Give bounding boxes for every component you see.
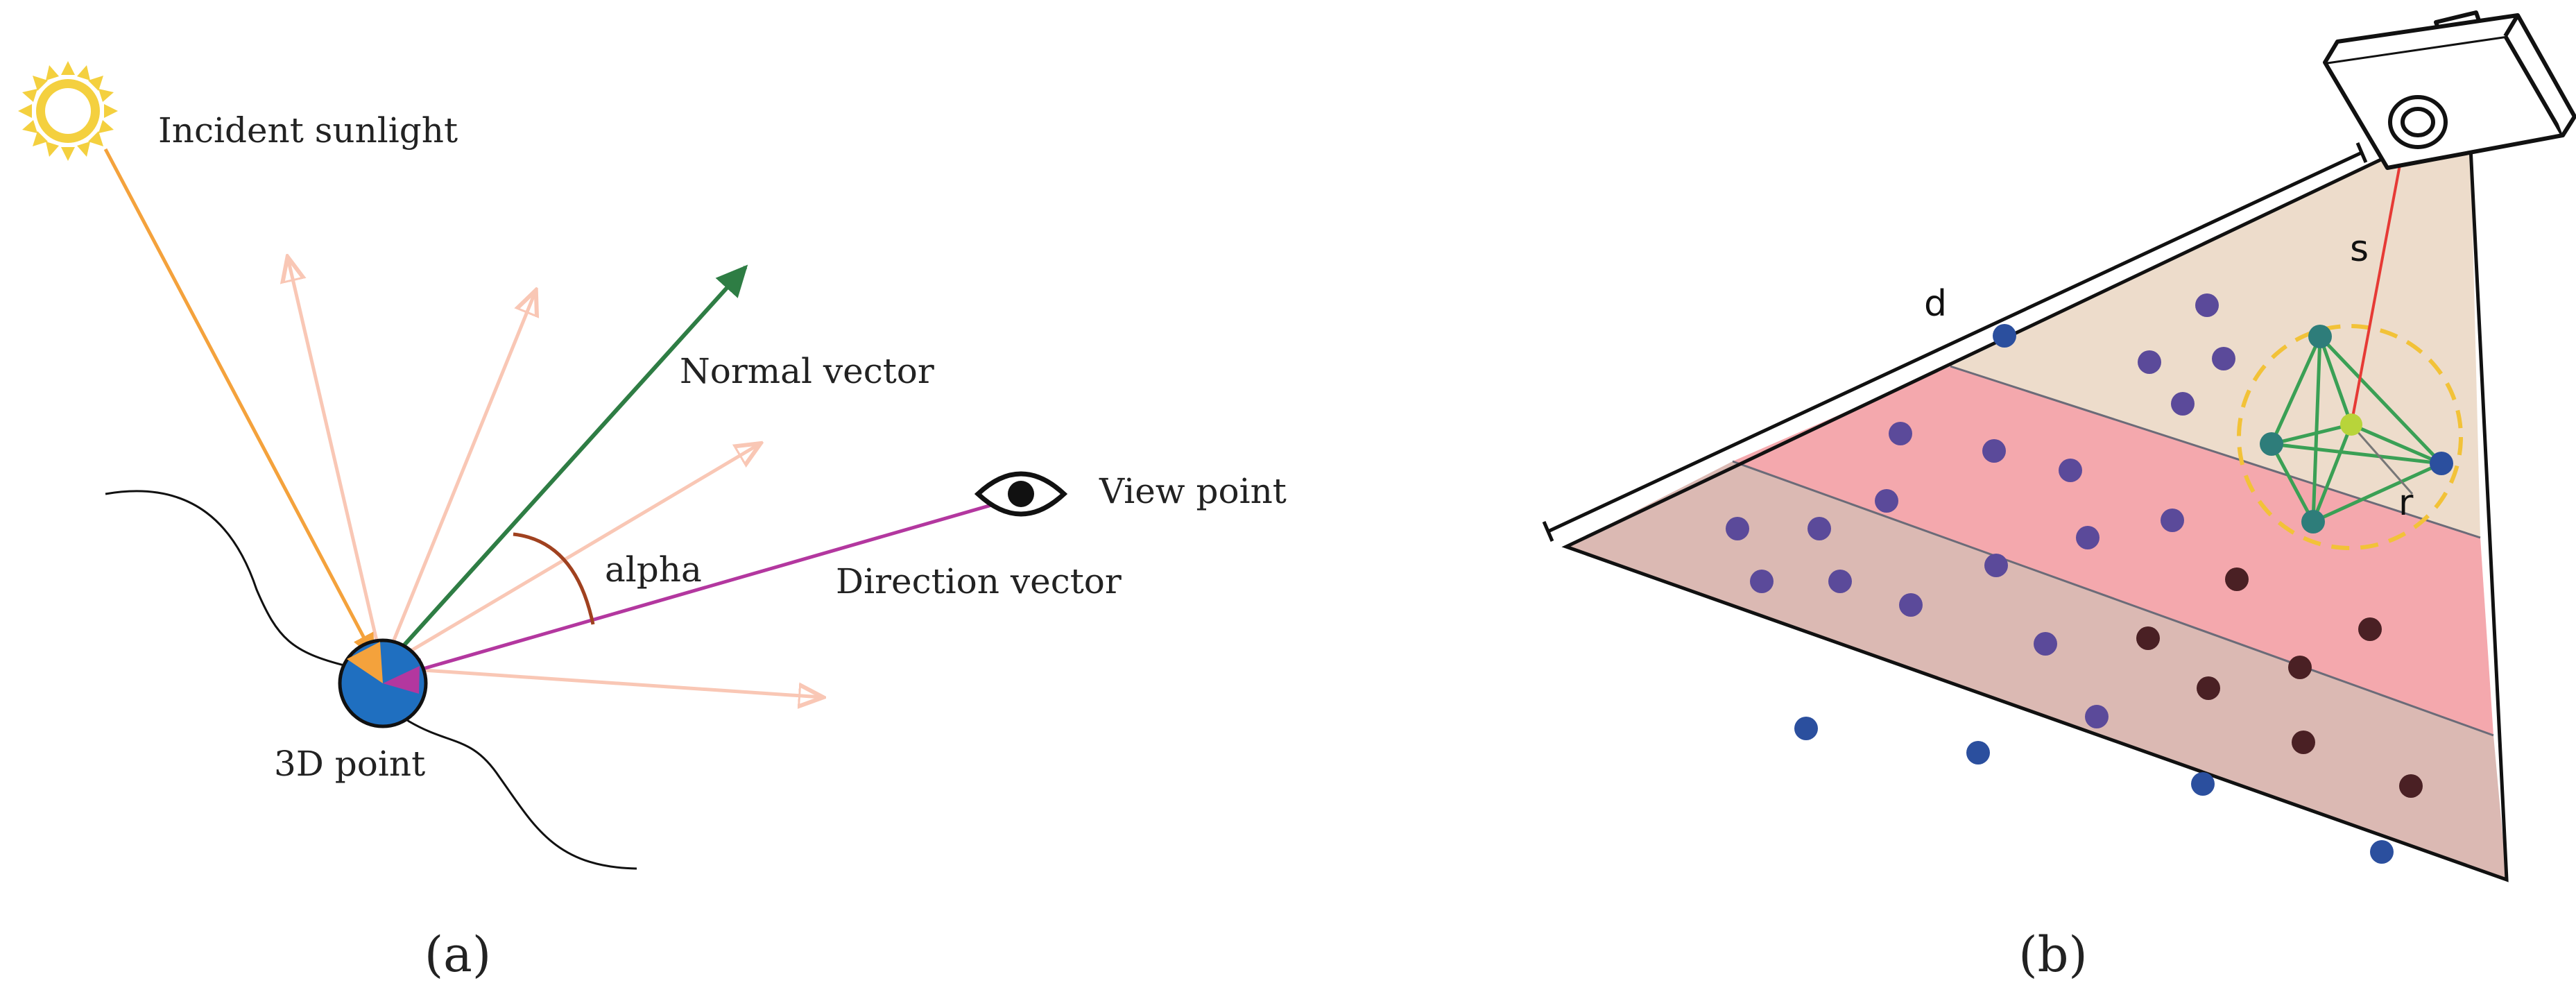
point <box>2288 656 2312 679</box>
point <box>2136 626 2160 650</box>
center-point <box>2340 413 2362 436</box>
panel-a: Incident sunlight Normal vector View poi… <box>18 61 1287 983</box>
point <box>2171 392 2195 416</box>
point <box>2161 509 2184 532</box>
panel-a-caption: (a) <box>424 926 491 983</box>
point <box>2212 347 2235 370</box>
distance-bar <box>1542 142 2368 542</box>
band-far <box>1950 147 2480 538</box>
view-point-label: View point <box>1099 471 1287 511</box>
point <box>2059 459 2082 482</box>
panel-b: d s r (b) <box>1542 10 2576 983</box>
sun-icon <box>18 61 118 161</box>
point <box>2191 772 2215 796</box>
incident-sunlight-label: Incident sunlight <box>158 110 458 151</box>
reflection-arrow <box>382 665 822 697</box>
reflection-arrow <box>381 444 759 669</box>
band-separator <box>1732 460 2494 737</box>
points-dark-group <box>2136 567 2423 798</box>
range-ray <box>2350 135 2407 425</box>
point <box>1828 570 1852 593</box>
point <box>1984 554 2008 577</box>
neighbor-point <box>2260 432 2283 456</box>
neighbor-point <box>2430 452 2453 475</box>
band-mid <box>1733 366 2493 735</box>
neighbor-point <box>2308 325 2332 348</box>
neighbor-point <box>2301 510 2325 533</box>
direction-vector <box>401 501 999 679</box>
radius-line <box>2350 424 2414 495</box>
point <box>1899 593 1923 617</box>
reflection-arrow <box>288 258 385 668</box>
neighborhood-graph <box>2269 335 2443 524</box>
point <box>2034 632 2057 656</box>
points-purple-group <box>1726 293 2235 728</box>
band-near <box>1566 461 2507 880</box>
point <box>2138 350 2161 374</box>
eye-icon <box>974 471 1068 517</box>
3d-point <box>338 638 428 728</box>
point <box>2358 617 2382 641</box>
point <box>2399 774 2423 798</box>
range-label: s <box>2350 228 2369 270</box>
point <box>2370 840 2394 864</box>
alpha-angle-arc <box>513 532 595 625</box>
direction-vector-label: Direction vector <box>836 561 1122 601</box>
point <box>1808 517 1831 540</box>
point <box>1750 570 1774 593</box>
point <box>2085 705 2109 728</box>
search-circle <box>2237 324 2463 550</box>
point <box>2292 731 2315 754</box>
points-blue-group <box>1794 324 2394 864</box>
sunlight-ray <box>103 148 377 659</box>
point <box>1875 489 1898 513</box>
point <box>1889 422 1912 445</box>
band-separator <box>1950 365 2481 539</box>
point <box>1993 324 2016 348</box>
point <box>2076 526 2100 549</box>
alpha-label: alpha <box>605 549 702 590</box>
point <box>1794 717 1818 740</box>
point <box>2195 293 2219 317</box>
point <box>1966 741 1990 765</box>
normal-vector <box>386 264 748 665</box>
distance-label: d <box>1924 283 1947 325</box>
point <box>2225 567 2249 591</box>
point <box>1726 517 1749 540</box>
normal-vector-label: Normal vector <box>680 351 934 391</box>
point <box>2197 676 2220 700</box>
point <box>1982 439 2006 463</box>
reflection-arrow <box>381 291 535 668</box>
3d-point-label: 3D point <box>274 744 425 784</box>
camera-icon <box>2323 10 2576 170</box>
panel-b-caption: (b) <box>2018 926 2087 983</box>
radius-label: r <box>2398 482 2414 524</box>
